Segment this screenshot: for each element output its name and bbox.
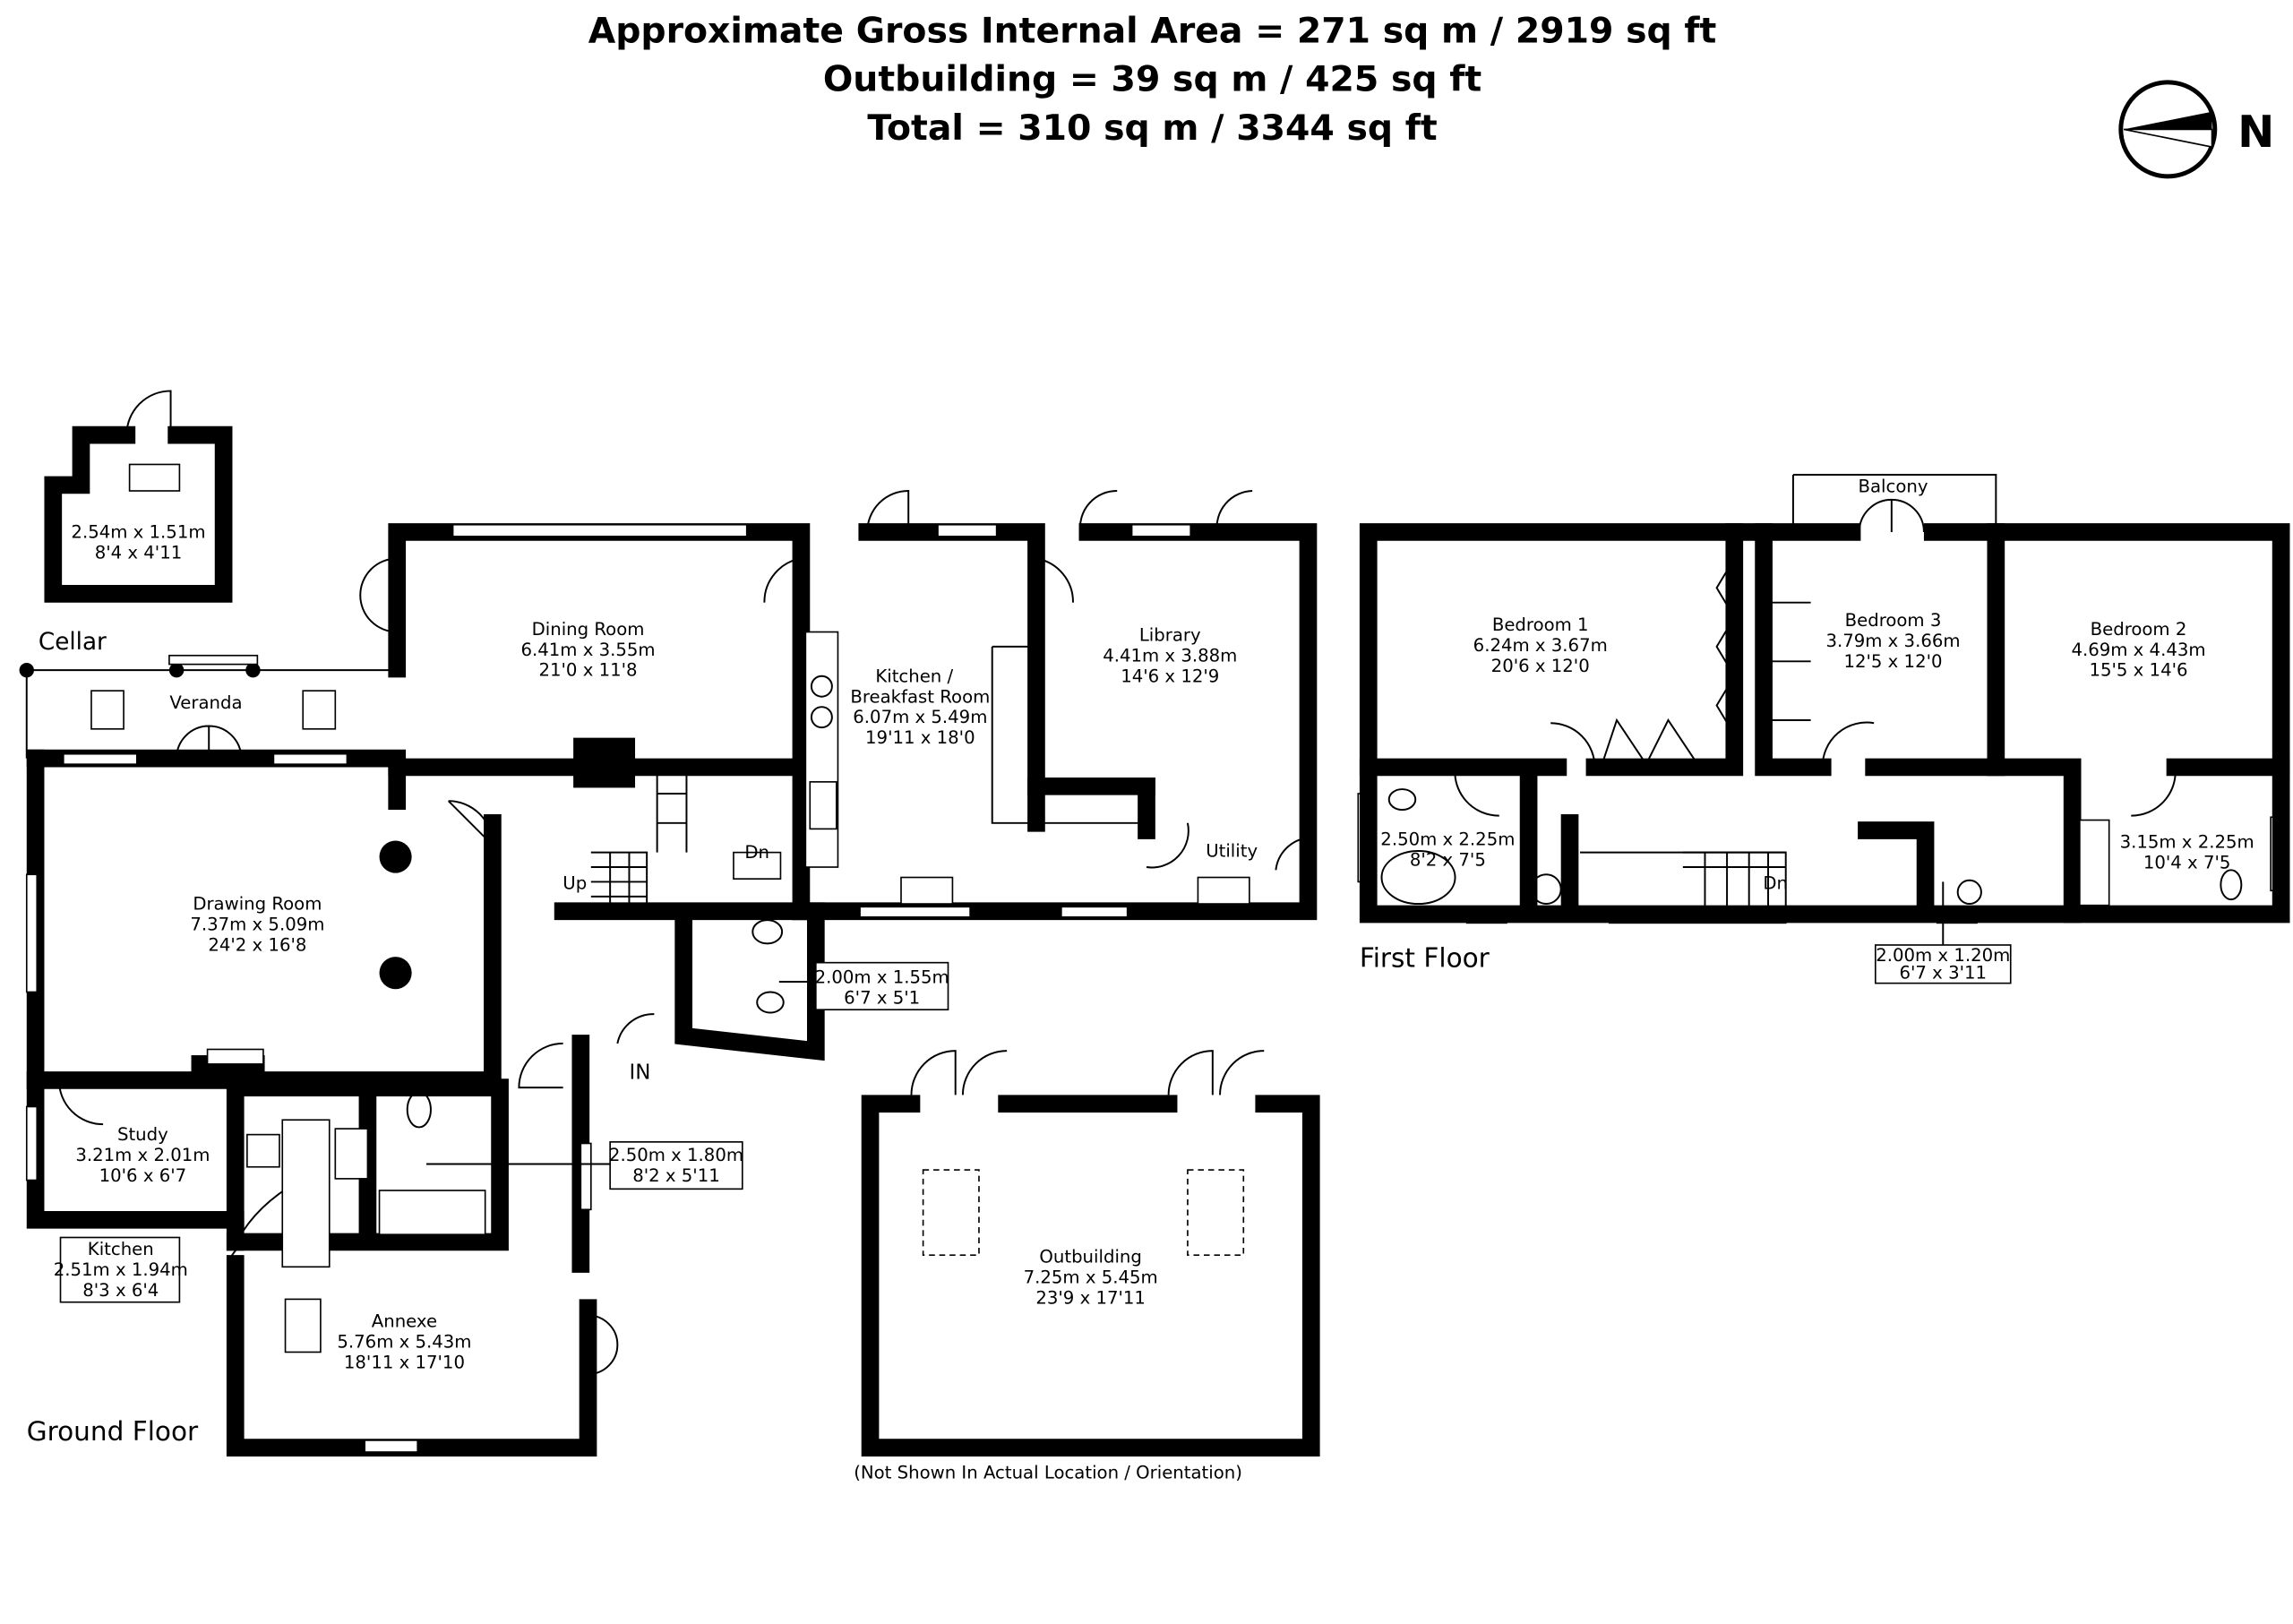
bedroom2-name: Bedroom 2 [2091, 619, 2187, 640]
bedroom3-metric: 3.79m x 3.66m [1825, 631, 1960, 651]
drawing-room-name: Drawing Room [193, 894, 322, 915]
shower-metric: 2.00m x 1.20m [1876, 945, 2010, 966]
outbuilding-note: (Not Shown In Actual Location / Orientat… [854, 1463, 1242, 1483]
annexe-kitchen-imperial: 8'3 x 6'4 [82, 1280, 159, 1301]
bedroom3-imperial: 12'5 x 12'0 [1843, 651, 1942, 672]
annexe-kitchen-metric: 2.51m x 1.94m [54, 1259, 188, 1280]
outbuilding-metric: 7.25m x 5.45m [1024, 1267, 1158, 1287]
first-floor: Bedroom 1 6.24m x 3.67m 20'6 x 12'0 Bedr… [1359, 473, 2290, 984]
kitchen-breakfast-name-1: Kitchen / [875, 666, 953, 686]
drawing-room-metric: 7.37m x 5.09m [190, 915, 324, 935]
dining-room-metric: 6.41m x 3.55m [520, 640, 655, 660]
study-imperial: 10'6 x 6'7 [99, 1165, 187, 1186]
first-floor-stairs-down-label: Dn [1763, 873, 1788, 894]
cellar-dimensions-metric: 2.54m x 1.51m [71, 522, 205, 543]
study-metric: 3.21m x 2.01m [75, 1145, 210, 1165]
annexe-bath-metric: 2.50m x 1.80m [609, 1145, 743, 1165]
first-floor-label: First Floor [1360, 943, 1490, 974]
fixtures [206, 631, 1250, 1353]
total-area-text: Total = 310 sq m / 3344 sq ft [867, 107, 1437, 149]
stairs-down-label: Dn [744, 842, 769, 863]
cellar: 2.54m x 1.51m 8'4 x 4'11 Cellar [39, 390, 233, 656]
ensuite-imperial: 8'2 x 7'5 [1410, 849, 1486, 870]
balcony-label: Balcony [1858, 477, 1928, 497]
north-label: N [2237, 106, 2274, 158]
annexe-imperial: 18'11 x 17'10 [344, 1353, 465, 1373]
library-name: Library [1139, 624, 1201, 645]
stairs-up-label: Up [563, 873, 587, 894]
bathroom-metric: 3.15m x 2.25m [2120, 832, 2254, 853]
bedroom3-name: Bedroom 3 [1845, 610, 1942, 631]
kitchen-breakfast-name-2: Breakfast Room [850, 686, 990, 707]
ground-floor-label: Ground Floor [27, 1416, 199, 1447]
north-arrow-icon: N [2118, 80, 2274, 179]
cloakroom-imperial: 6'7 x 5'1 [844, 988, 920, 1009]
veranda-label: Veranda [169, 692, 242, 713]
outbuilding-area-text: Outbuilding = 39 sq m / 425 sq ft [823, 59, 1481, 100]
cloakroom-metric: 2.00m x 1.55m [815, 967, 949, 988]
shower-imperial: 6'7 x 3'11 [1899, 963, 1987, 984]
annexe-metric: 5.76m x 5.43m [337, 1332, 471, 1353]
library-imperial: 14'6 x 12'9 [1121, 666, 1219, 686]
gross-area-text: Approximate Gross Internal Area = 271 sq… [588, 11, 1717, 52]
veranda: Veranda [19, 654, 398, 759]
outbuilding: Outbuilding 7.25m x 5.45m 23'9 x 17'11 (… [854, 1095, 1320, 1483]
outbuilding-imperial: 23'9 x 17'11 [1035, 1287, 1146, 1308]
annexe-kitchen-name: Kitchen [88, 1239, 154, 1259]
annexe-bath-imperial: 8'2 x 5'11 [632, 1165, 720, 1186]
room-labels-ground: Dining Room 6.41m x 3.55m 21'0 x 11'8 Ki… [27, 619, 1258, 1447]
bedroom2-metric: 4.69m x 4.43m [2071, 640, 2205, 660]
entrance-label: IN [629, 1061, 650, 1084]
library-metric: 4.41m x 3.88m [1103, 645, 1237, 666]
bathroom-imperial: 10'4 x 7'5 [2143, 853, 2231, 873]
dining-room-imperial: 21'0 x 11'8 [538, 660, 637, 681]
bedroom1-name: Bedroom 1 [1492, 614, 1589, 635]
study-name: Study [117, 1124, 168, 1145]
bedroom2-imperial: 15'5 x 14'6 [2089, 660, 2187, 681]
drawing-room-imperial: 24'2 x 16'8 [208, 935, 306, 956]
kitchen-breakfast-imperial: 19'11 x 18'0 [865, 727, 975, 748]
ensuite-metric: 2.50m x 2.25m [1380, 829, 1515, 849]
dining-room-name: Dining Room [532, 619, 645, 640]
kitchen-breakfast-metric: 6.07m x 5.49m [853, 707, 987, 727]
bedroom1-imperial: 20'6 x 12'0 [1491, 656, 1590, 676]
cellar-floor-label: Cellar [39, 629, 107, 656]
annexe-name: Annexe [372, 1311, 437, 1332]
cellar-dimensions-imperial: 8'4 x 4'11 [95, 542, 183, 563]
outbuilding-name: Outbuilding [1039, 1246, 1141, 1267]
bedroom1-metric: 6.24m x 3.67m [1473, 635, 1608, 656]
utility-name: Utility [1206, 841, 1258, 862]
